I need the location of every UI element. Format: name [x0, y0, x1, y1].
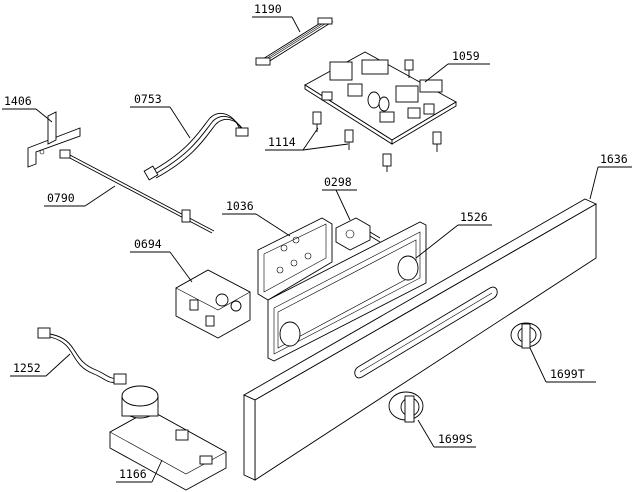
callout-1190: 1190: [252, 2, 301, 33]
part-1252-wire-lead: [37, 327, 127, 385]
label-1406: 1406: [4, 94, 32, 108]
part-0753-wire-harness: [143, 112, 249, 181]
label-1526: 1526: [460, 210, 488, 224]
callout-1526: 1526: [415, 210, 492, 259]
callout-0790: 0790: [44, 185, 116, 207]
label-1252: 1252: [13, 361, 41, 375]
callout-1406: 1406: [2, 94, 53, 123]
callout-0694: 0694: [130, 237, 193, 283]
callout-1636: 1636: [589, 152, 632, 200]
callout-1252: 1252: [10, 353, 71, 377]
label-1699T: 1699T: [550, 367, 585, 381]
callout-1059: 1059: [424, 49, 490, 83]
part-1059-circuit-board: [304, 51, 457, 145]
callout-1114: 1114: [265, 127, 349, 151]
callout-1699S: 1699S: [417, 419, 476, 448]
label-1036: 1036: [226, 199, 254, 213]
label-1059: 1059: [452, 49, 480, 63]
part-1699S-knob: [388, 391, 424, 423]
callout-1699T: 1699T: [529, 347, 596, 383]
part-1406-bracket: [27, 111, 81, 168]
label-1166: 1166: [119, 467, 147, 481]
label-1699S: 1699S: [438, 432, 473, 446]
part-1190-ribbon-cable: [255, 17, 334, 66]
label-1114: 1114: [268, 135, 296, 149]
part-1636-front-panel: [243, 198, 597, 481]
callout-1036: 1036: [222, 199, 291, 237]
callout-0298: 0298: [322, 175, 357, 221]
part-1526-gasket-frame: [267, 221, 427, 362]
part-1114-pcb-spacers: [312, 59, 442, 172]
label-1190: 1190: [254, 2, 282, 16]
label-1636: 1636: [600, 152, 628, 166]
part-0790-sensor-rod: [59, 149, 215, 234]
part-1699T-knob: [510, 322, 542, 349]
label-0694: 0694: [134, 237, 162, 251]
part-0298-switch: [335, 217, 381, 251]
callout-1166: 1166: [116, 459, 163, 483]
part-0694-selector-switch: [175, 269, 251, 339]
callout-0753: 0753: [130, 92, 191, 139]
part-1036-display-board: [257, 217, 333, 301]
label-0298: 0298: [324, 175, 352, 189]
label-0753: 0753: [134, 92, 162, 106]
label-0790: 0790: [47, 191, 75, 205]
part-1166-timer-module: [109, 385, 227, 491]
